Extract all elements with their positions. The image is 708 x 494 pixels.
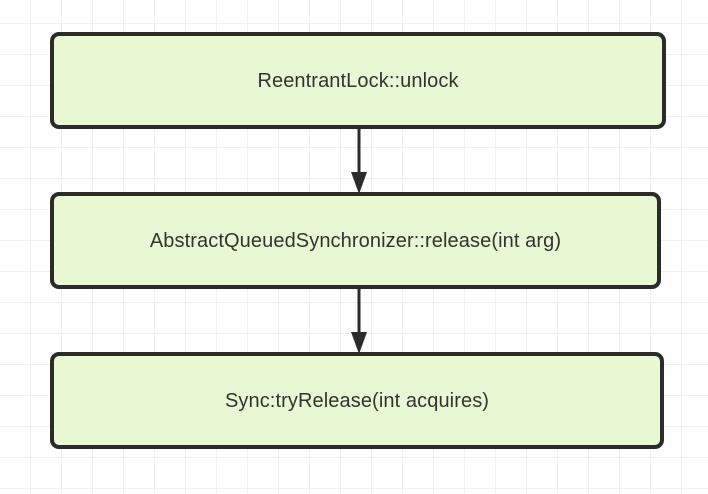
flowchart-node-sync-tryrelease[interactable]: Sync:tryRelease(int acquires) (50, 352, 664, 449)
node-label: AbstractQueuedSynchronizer::release(int … (149, 229, 562, 252)
node-label: Sync:tryRelease(int acquires) (224, 389, 490, 412)
flowchart-node-reentrantlock-unlock[interactable]: ReentrantLock::unlock (50, 32, 666, 129)
arrowhead-icon (351, 172, 367, 194)
flowchart-node-abstractqueuedsynchronizer-release[interactable]: AbstractQueuedSynchronizer::release(int … (50, 192, 661, 289)
node-label: ReentrantLock::unlock (257, 69, 459, 92)
flowchart-edge-arrow-down-1 (351, 126, 367, 194)
arrowhead-icon (351, 332, 367, 354)
flowchart-edge-arrow-down-2 (351, 286, 367, 354)
